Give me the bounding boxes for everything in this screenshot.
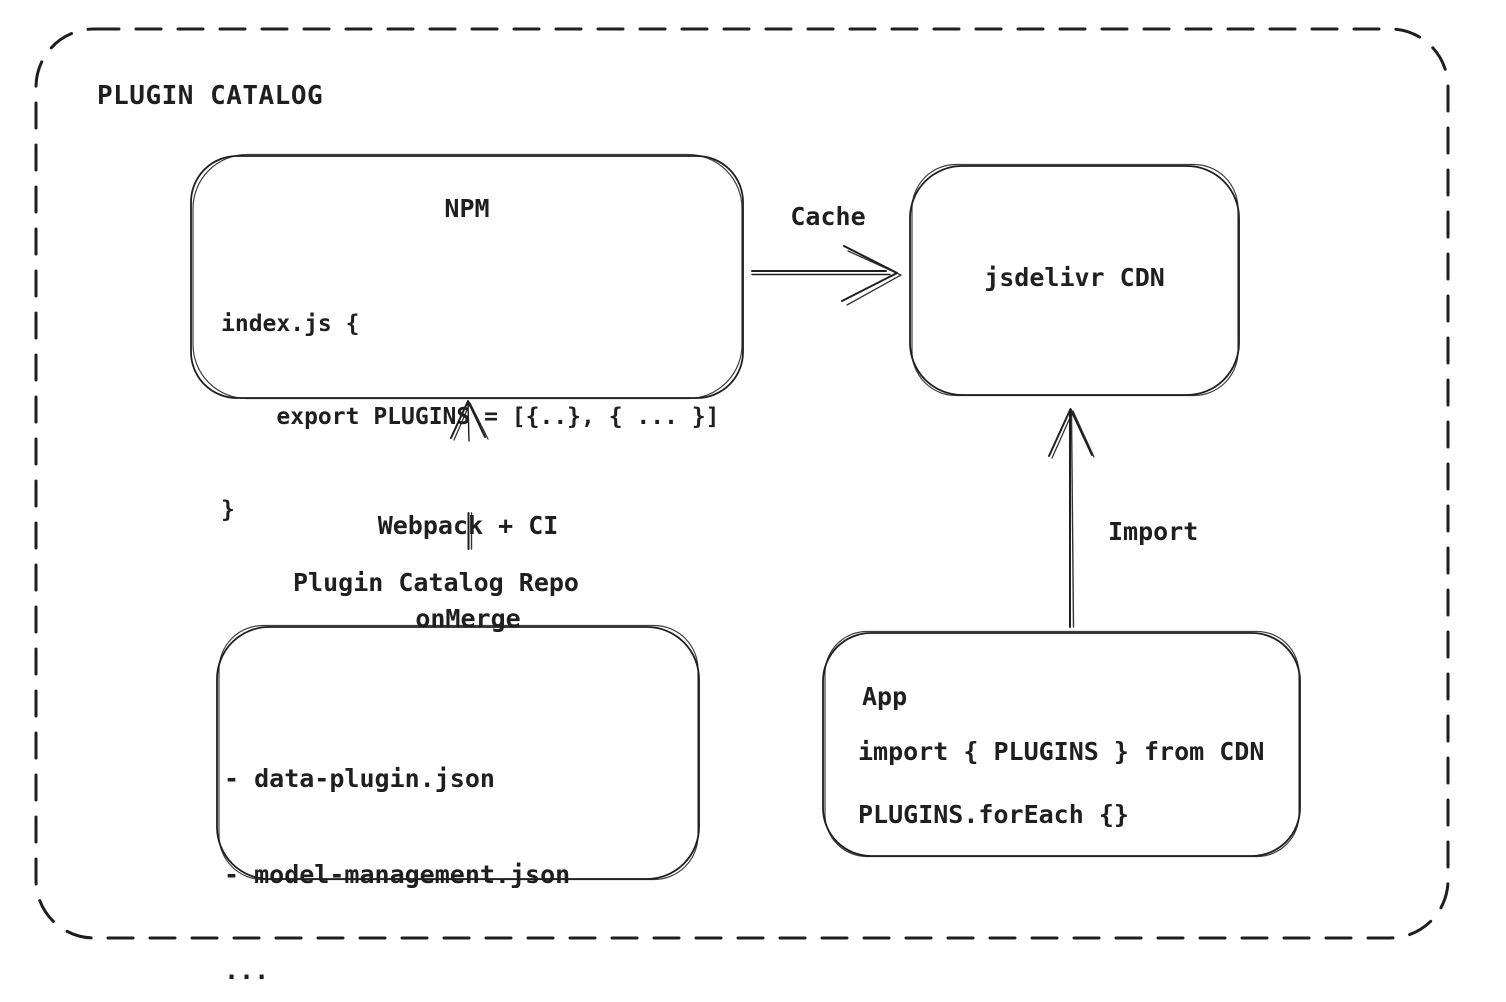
- repo-box-outline: [217, 626, 699, 880]
- app-code-line: import { PLUGINS } from CDN: [858, 737, 1265, 766]
- cache-arrow: [752, 246, 901, 305]
- app-box-outline: [823, 632, 1300, 857]
- repo-file-item: ...: [224, 956, 270, 985]
- npm-box-outline: [191, 155, 743, 399]
- build-arrow-label-line: Webpack + CI: [377, 511, 559, 540]
- build-arrow-label: Webpack + CI onMerge: [348, 448, 588, 696]
- frame-title: PLUGIN CATALOG: [97, 81, 324, 111]
- npm-code-line: export PLUGINS = [{..}, { ... }]: [221, 404, 720, 430]
- cdn-box-outline: [910, 165, 1239, 396]
- import-arrow-label: Import: [1108, 517, 1199, 546]
- repo-file-item: - model-management.json: [224, 860, 571, 889]
- npm-node-title: NPM: [444, 194, 490, 223]
- repo-node-file-list: - data-plugin.json - model-management.js…: [224, 699, 570, 1002]
- cache-arrow-label: Cache: [790, 202, 866, 231]
- npm-code-line: index.js {: [221, 311, 360, 337]
- repo-file-item: - data-plugin.json: [224, 764, 495, 793]
- cdn-node-label: jsdelivr CDN: [984, 263, 1165, 292]
- app-code-line: PLUGINS.forEach {}: [858, 800, 1129, 829]
- npm-code-line: }: [221, 497, 235, 523]
- import-arrow: [1049, 409, 1094, 627]
- build-arrow: [451, 401, 488, 549]
- npm-node-code: index.js { export PLUGINS = [{..}, { ...…: [221, 247, 720, 588]
- build-arrow-label-line: onMerge: [415, 604, 521, 633]
- repo-node-title: Plugin Catalog Repo: [293, 568, 579, 597]
- app-node-title: App: [862, 682, 908, 711]
- catalog-frame-outline: [36, 29, 1448, 938]
